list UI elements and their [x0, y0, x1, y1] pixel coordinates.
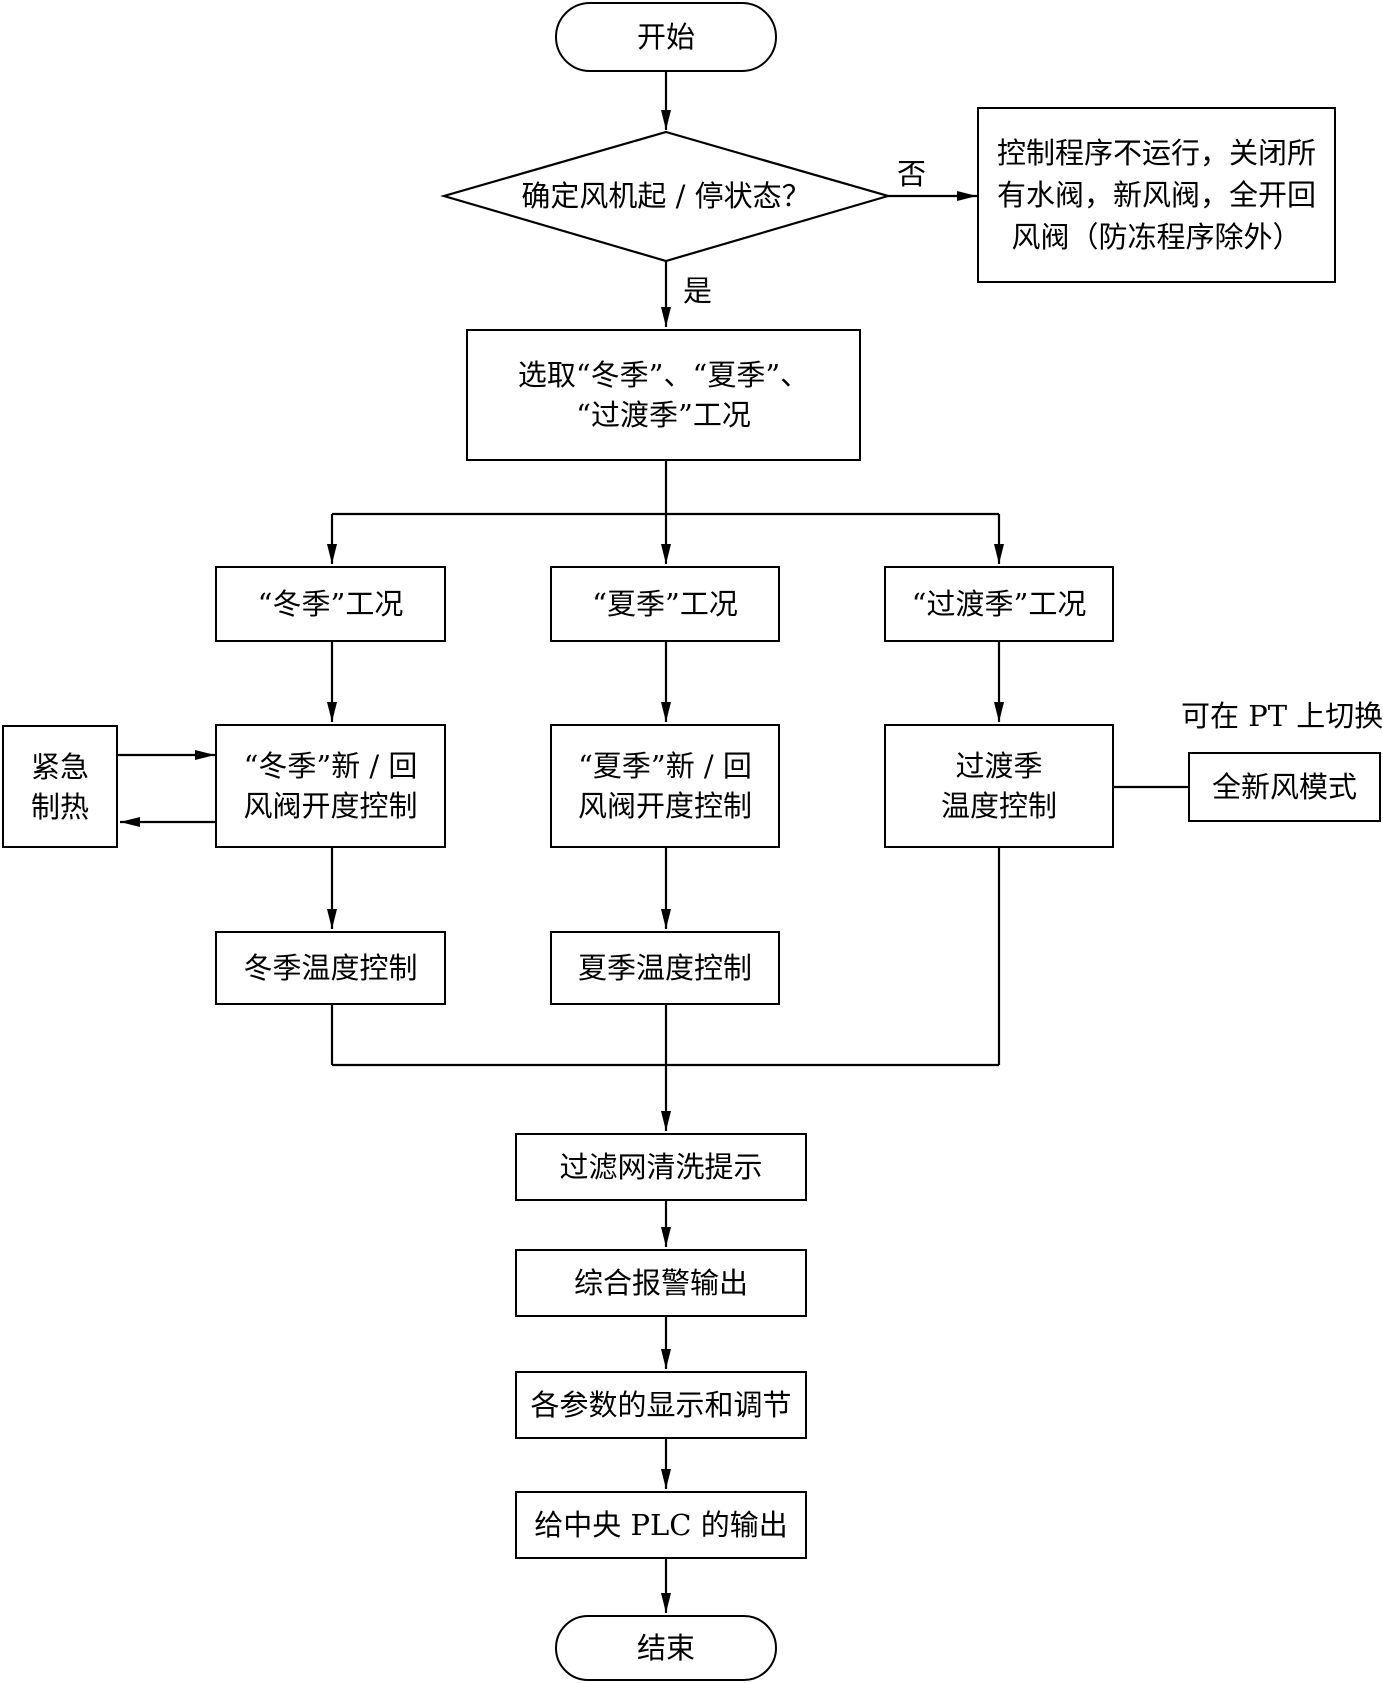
no-label: 否	[897, 157, 927, 191]
winter-mode-text: “冬季”工况	[257, 587, 404, 621]
summer-damper-text: “夏季”新 / 回 风阀开度控制	[577, 749, 752, 823]
decision-label-area: 确定风机起 / 停状态？	[474, 176, 858, 216]
summer-mode-box: “夏季”工况	[550, 566, 780, 642]
select-mode-text: 选取“冬季”、“夏季”、 “过渡季”工况	[517, 358, 810, 432]
end-terminal: 结束	[555, 1615, 777, 1681]
fresh-air-mode-text: 全新风模式	[1211, 770, 1357, 804]
alarm-output-text: 综合报警输出	[573, 1266, 748, 1300]
param-display-box: 各参数的显示和调节	[515, 1371, 807, 1439]
alarm-output-box: 综合报警输出	[515, 1249, 807, 1317]
stop-control-text: 控制程序不运行，关闭所 有水阀，新风阀，全开回 风阀（防冻程序除外）	[996, 136, 1316, 254]
filter-clean-box: 过滤网清洗提示	[515, 1133, 807, 1201]
summer-temp-box: 夏季温度控制	[550, 931, 780, 1005]
winter-mode-box: “冬季”工况	[215, 566, 446, 642]
winter-damper-box: “冬季”新 / 回 风阀开度控制	[215, 724, 446, 848]
yes-label: 是	[683, 274, 713, 308]
transition-temp-box: 过渡季 温度控制	[884, 724, 1114, 848]
winter-temp-box: 冬季温度控制	[215, 931, 446, 1005]
decision-label: 确定风机起 / 停状态？	[521, 179, 811, 213]
fresh-air-mode-box: 全新风模式	[1188, 752, 1381, 822]
summer-damper-box: “夏季”新 / 回 风阀开度控制	[550, 724, 780, 848]
emergency-heat-text: 紧急 制热	[30, 749, 89, 824]
summer-mode-text: “夏季”工况	[592, 587, 738, 621]
plc-output-text: 给中央 PLC 的输出	[534, 1508, 788, 1542]
plc-output-box: 给中央 PLC 的输出	[515, 1491, 807, 1559]
start-terminal: 开始	[555, 2, 777, 72]
transition-mode-text: “过渡季”工况	[911, 587, 1087, 621]
select-mode-box: 选取“冬季”、“夏季”、 “过渡季”工况	[466, 329, 861, 461]
filter-clean-text: 过滤网清洗提示	[559, 1150, 763, 1184]
transition-temp-text: 过渡季 温度控制	[940, 749, 1057, 823]
stop-control-box: 控制程序不运行，关闭所 有水阀，新风阀，全开回 风阀（防冻程序除外）	[977, 107, 1336, 283]
start-label: 开始	[636, 20, 695, 54]
winter-temp-text: 冬季温度控制	[243, 951, 418, 985]
emergency-heat-box: 紧急 制热	[2, 725, 118, 848]
summer-temp-text: 夏季温度控制	[577, 951, 752, 985]
winter-damper-text: “冬季”新 / 回 风阀开度控制	[243, 749, 418, 823]
transition-mode-box: “过渡季”工况	[884, 566, 1114, 642]
pt-switch-note: 可在 PT 上切换	[1181, 699, 1383, 733]
end-label: 结束	[636, 1631, 695, 1665]
param-display-text: 各参数的显示和调节	[530, 1388, 792, 1422]
